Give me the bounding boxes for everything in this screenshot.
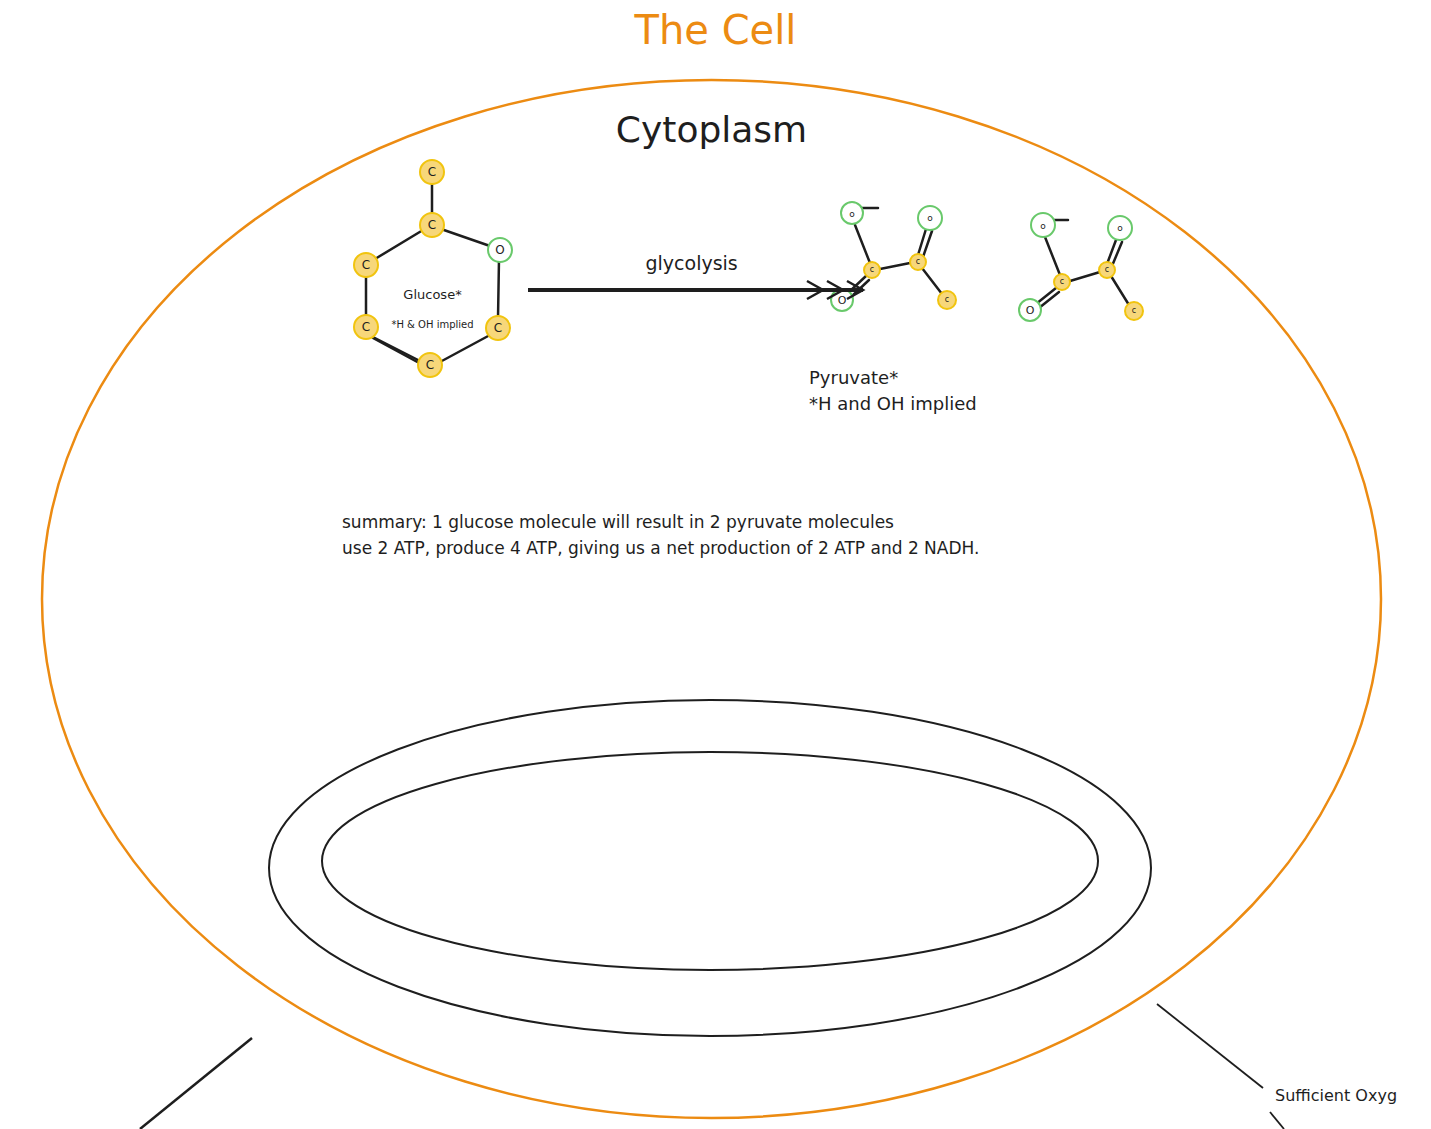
atom-symbol: C bbox=[362, 321, 370, 333]
atom-symbol: o bbox=[1117, 224, 1123, 233]
atom-symbol: O bbox=[838, 295, 847, 306]
reaction-arrow bbox=[528, 281, 863, 299]
atom-symbol: c bbox=[916, 258, 920, 266]
pyruvate-molecules: Pyruvate* *H and OH implied bbox=[805, 195, 1165, 421]
molecule-name: Pyruvate* bbox=[809, 367, 898, 389]
region-heading: Cytoplasm bbox=[40, 108, 1383, 151]
atom-symbol: O bbox=[1026, 305, 1035, 316]
atom-symbol: o bbox=[927, 214, 933, 223]
note-text: summary: 1 glucose molecule will result … bbox=[342, 514, 894, 531]
note-text: Sufficient Oxyg bbox=[1275, 1088, 1397, 1104]
atom-symbol: c bbox=[1105, 266, 1109, 274]
cell-outline bbox=[40, 78, 1383, 1120]
glucose-molecule: Glucose* *H & OH implied bbox=[345, 155, 520, 385]
atom-symbol: c bbox=[870, 266, 874, 274]
atom-symbol: C bbox=[428, 219, 436, 231]
note-text: use 2 ATP, produce 4 ATP, giving us a ne… bbox=[342, 540, 979, 557]
edge-label: glycolysis bbox=[646, 254, 738, 273]
diagram-title: The Cell bbox=[0, 10, 1431, 50]
molecule-note: *H and OH implied bbox=[809, 393, 977, 415]
atom-symbol: c bbox=[945, 296, 949, 304]
atom-symbol: C bbox=[362, 259, 370, 271]
molecule-note: *H & OH implied bbox=[345, 319, 520, 331]
atom-symbol: c bbox=[1060, 278, 1064, 286]
atom-symbol: o bbox=[849, 210, 855, 219]
atom-symbol: C bbox=[494, 322, 502, 334]
cell-membrane: CytoplasmGlucose**H & OH impliedPyruvate… bbox=[40, 78, 1383, 1120]
atom-symbol: O bbox=[495, 244, 504, 256]
atom-symbol: c bbox=[1132, 307, 1136, 315]
atom-symbol: o bbox=[1040, 222, 1046, 231]
atom-symbol: C bbox=[426, 359, 434, 371]
atom-symbol: C bbox=[428, 166, 436, 178]
molecule-name: Glucose* bbox=[345, 287, 520, 303]
